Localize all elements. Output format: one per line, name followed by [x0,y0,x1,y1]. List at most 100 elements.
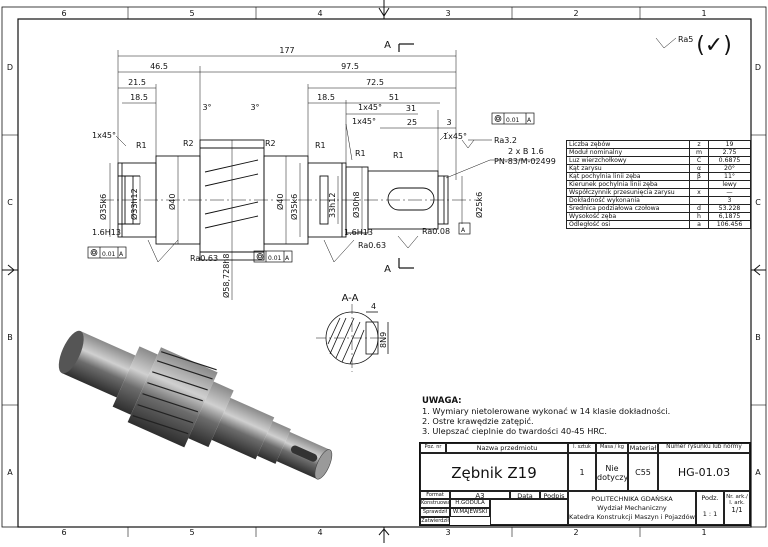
gear-param-row: Kierunek pochylnia linii zęba lewy [566,180,751,189]
gear-param-value: 106.456 [708,220,751,229]
tol-frame-1-value: 0.01 [102,251,116,258]
border-col-3-top: 3 [445,9,450,18]
border-col-4-top: 4 [317,9,322,18]
dim-radius-r2-right: R2 [265,139,276,148]
gear-param-label: Liczba zębów [566,140,690,149]
tb-hdr-drawing: Numer rysunku lub normy [658,443,750,453]
tol-frame-2-value: 0.01 [268,255,282,262]
border-col-6-bottom: 6 [61,528,66,537]
dim-dia-33h12-left: Ø33h12 [129,188,139,220]
tb-org-department: Katedra Konstrukcji Maszyn i Pojazdów [569,513,695,521]
gear-param-symbol: z [689,140,709,149]
tb-sheet-label: Nr. ark./ l. ark. [726,494,748,506]
gear-param-symbol: m [689,148,709,157]
section-marker-bottom: A [384,264,391,275]
dim-groove-left: 1.6H13 [92,228,121,237]
dim-dia-35k6-left: Ø35k6 [98,194,108,220]
tb-scale: Podz. 1 : 1 [696,491,724,525]
shaft-3d-render [58,330,333,480]
gear-param-label: Kierunek pochylnia linii zęba [566,180,690,189]
gear-param-label: Odległość osi [566,220,690,229]
border-row-b-left: B [7,333,13,342]
roughness-ra063-left: Ra0.63 [190,254,218,263]
gear-param-value: 3 [708,196,751,205]
tol-frame-2-datum: A [285,255,290,262]
gear-param-label: Dokładność wykonania [566,196,690,205]
border-col-2-top: 2 [573,9,578,18]
tb-hdr-pos: Poz. nr [420,443,446,453]
dim-3: 3 [446,118,451,127]
gear-param-symbol [689,196,709,205]
dim-radius-r1-end: R1 [393,151,404,160]
dim-dia-35k6-right: Ø35k6 [289,194,299,220]
key-depth: 8N9 [379,332,388,348]
tb-sheet: Nr. ark./ l. ark. 1/1 [724,491,750,525]
dim-21-5: 21.5 [128,78,146,87]
tb-approved-label: Zatwierdził [420,517,450,525]
gear-param-value: 11° [708,172,751,181]
border-row-c-left: C [7,198,13,207]
dim-radius-r1-mid: R1 [355,149,366,158]
tol-frame-3-value: 0.01 [506,117,520,124]
gear-param-symbol: C [689,156,709,165]
gear-param-symbol: β [689,172,709,181]
roughness-check-mark: (✓) [696,33,732,58]
gear-param-value: lewy [708,180,751,189]
dim-51: 51 [389,93,399,102]
section-view-title: A-A [342,293,359,304]
notes: UWAGA: 1. Wymiary nietolerowane wykonać … [422,396,670,436]
tb-qty: 1 [568,453,596,491]
general-roughness: Ra5 [678,35,693,44]
tb-hdr-material: Materiał [628,443,658,453]
dim-dia-58: Ø58,728h8 [221,254,231,298]
gear-param-value: 53.228 [708,204,751,213]
tb-signature-area [490,499,568,525]
border-col-3-bottom: 3 [445,528,450,537]
border-col-2-bottom: 2 [573,528,578,537]
tb-material: C55 [628,453,658,491]
tb-designer-label: Konstruował [420,499,450,508]
gear-param-value: 20° [708,164,751,173]
center-hole-standard: PN-83/M-02499 [494,157,556,166]
gear-param-value: 0.6875 [708,156,751,165]
dim-dia-40-right: Ø40 [275,194,285,210]
tb-designer: H.GODULA [450,499,490,508]
gear-param-row: Dokładność wykonania 3 [566,196,751,205]
border-row-d-left: D [7,63,13,72]
notes-heading: UWAGA: [422,396,462,406]
dim-radius-r1-right: R1 [315,141,326,150]
gear-param-label: Moduł nominalny [566,148,690,157]
gear-param-value: 6,1875 [708,212,751,221]
tb-org-university: POLITECHNIKA GDAŃSKA [591,495,673,503]
border-col-5-bottom: 5 [189,528,194,537]
tb-org-faculty: Wydział Mechaniczny [597,504,667,512]
roughness-ra008: Ra0.08 [422,227,450,236]
gear-param-label: Średnica podziałowa czołowa [566,204,690,213]
section-view [316,304,389,372]
tb-format: A3 [450,491,510,499]
roughness-ra32: Ra3.2 [494,136,517,145]
border-row-c-right: C [755,198,761,207]
tb-checker: W.MAJEWSKI [450,508,490,517]
dim-dia-25k6: Ø25k6 [474,192,484,218]
dim-chamfer-mid1: 1x45° [358,103,382,112]
gear-param-symbol: α [689,164,709,173]
title-block: Poz. nr Nazwa przedmiotu l. sztuk Masa /… [419,442,751,526]
border-col-4-bottom: 4 [317,528,322,537]
center-hole-spec: 2 x B 1.6 [508,147,544,156]
roughness-ra063-right: Ra0.63 [358,241,386,250]
border-row-a-right: A [755,468,761,477]
tb-format-label: Format arkusza [420,491,450,499]
gear-param-label: Kąt zarysu [566,164,690,173]
dim-97-5: 97.5 [341,62,359,71]
dim-25: 25 [407,118,417,127]
